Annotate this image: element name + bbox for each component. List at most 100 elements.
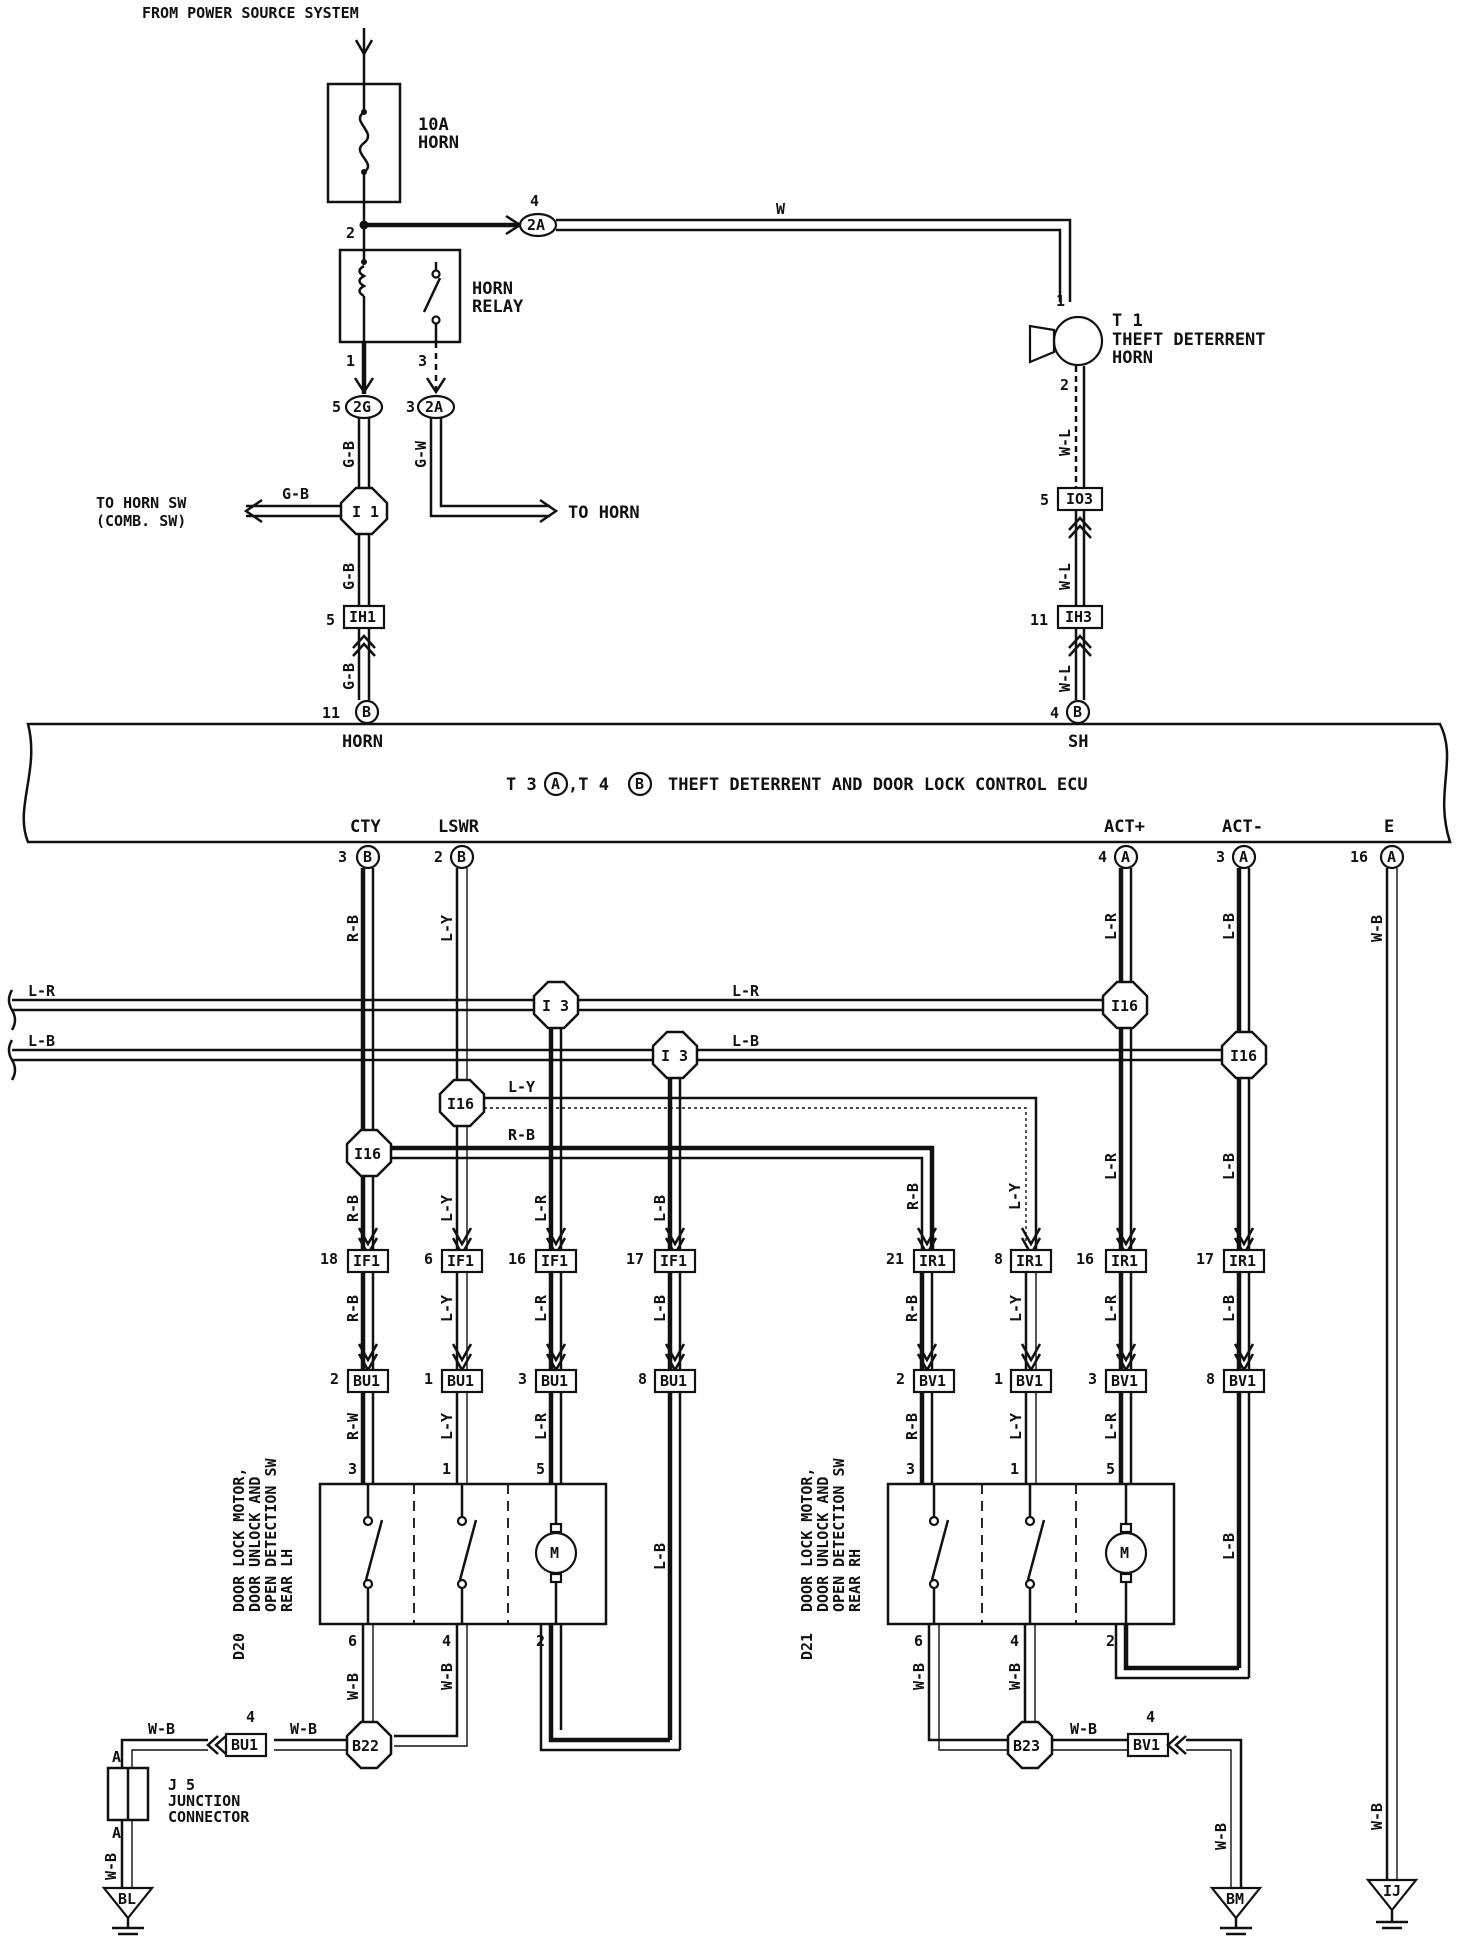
svg-text:16: 16 bbox=[1350, 848, 1368, 866]
svg-text:L-Y: L-Y bbox=[438, 1195, 456, 1222]
svg-text:1: 1 bbox=[1056, 292, 1065, 310]
svg-text:R-B: R-B bbox=[903, 1413, 921, 1440]
connector-ir1-21 bbox=[912, 1248, 956, 1274]
svg-text:L-B: L-B bbox=[651, 1195, 669, 1222]
junction-i3-lb bbox=[651, 1030, 699, 1080]
svg-text:4: 4 bbox=[1146, 1708, 1155, 1726]
ecu-terminal-lswr: LSWR bbox=[438, 817, 480, 837]
connector-ir1-16 bbox=[1104, 1248, 1148, 1274]
junction-i1 bbox=[339, 486, 389, 536]
horn-relay bbox=[338, 248, 462, 344]
svg-text:B: B bbox=[635, 775, 644, 793]
junction-i16-lb bbox=[1220, 1030, 1268, 1080]
svg-text:BV1: BV1 bbox=[1229, 1372, 1256, 1390]
d20-id: D20 bbox=[230, 1633, 248, 1660]
ecu-terminal-cty: CTY bbox=[350, 817, 381, 837]
d21-line4: REAR RH bbox=[846, 1549, 864, 1612]
svg-text:L-R: L-R bbox=[28, 982, 56, 1000]
connector-bv1-3 bbox=[1104, 1368, 1148, 1394]
svg-text:BV1: BV1 bbox=[1016, 1372, 1043, 1390]
svg-text:L-B: L-B bbox=[1220, 913, 1238, 940]
junction-i16-lr bbox=[1101, 980, 1149, 1030]
connector-bv1-1 bbox=[1009, 1368, 1053, 1394]
d21-id: D21 bbox=[798, 1633, 816, 1660]
svg-text:4: 4 bbox=[1050, 704, 1059, 722]
svg-text:BL: BL bbox=[118, 1890, 136, 1908]
svg-text:B: B bbox=[457, 848, 466, 866]
svg-text:R-B: R-B bbox=[344, 915, 362, 942]
svg-text:L-R: L-R bbox=[1102, 1294, 1120, 1322]
relay-word: RELAY bbox=[472, 297, 524, 317]
svg-text:G-W: G-W bbox=[412, 440, 430, 468]
svg-text:W-L: W-L bbox=[1056, 665, 1074, 692]
svg-text:4: 4 bbox=[530, 192, 539, 210]
svg-text:L-B: L-B bbox=[1220, 1295, 1238, 1322]
d21-line3: OPEN DETECTION SW bbox=[830, 1458, 848, 1612]
horn-label-2: HORN bbox=[1112, 348, 1153, 368]
svg-text:L-Y: L-Y bbox=[1006, 1183, 1024, 1210]
connector-ir1-17 bbox=[1222, 1248, 1266, 1274]
connector-2a bbox=[416, 394, 456, 420]
svg-text:L-R: L-R bbox=[1102, 1412, 1120, 1440]
svg-text:A: A bbox=[112, 1748, 121, 1766]
svg-text:I16: I16 bbox=[1111, 997, 1138, 1015]
svg-text:M: M bbox=[550, 1544, 559, 1562]
svg-text:W-B: W-B bbox=[344, 1673, 362, 1700]
connector-bu1-4 bbox=[224, 1732, 268, 1758]
svg-text:4: 4 bbox=[442, 1632, 451, 1650]
svg-text:L-Y: L-Y bbox=[438, 915, 456, 942]
svg-text:BV1: BV1 bbox=[1133, 1736, 1160, 1754]
svg-text:B: B bbox=[1073, 703, 1082, 721]
svg-text:IR1: IR1 bbox=[1229, 1252, 1256, 1270]
svg-text:18: 18 bbox=[320, 1250, 338, 1268]
ecu-id-t4: ,T 4 bbox=[568, 775, 609, 795]
svg-text:A: A bbox=[112, 1824, 121, 1842]
svg-text:IF1: IF1 bbox=[541, 1252, 568, 1270]
svg-text:1: 1 bbox=[346, 352, 355, 370]
connector-if1-17 bbox=[653, 1248, 697, 1274]
svg-text:2: 2 bbox=[346, 224, 355, 242]
svg-text:1: 1 bbox=[424, 1370, 433, 1388]
svg-text:IF1: IF1 bbox=[447, 1252, 474, 1270]
svg-text:L-R: L-R bbox=[532, 1194, 550, 1222]
svg-text:G-B: G-B bbox=[340, 663, 358, 690]
junction-b22 bbox=[345, 1720, 393, 1770]
svg-text:5: 5 bbox=[1040, 491, 1049, 509]
svg-text:17: 17 bbox=[626, 1250, 644, 1268]
svg-text:3: 3 bbox=[406, 398, 415, 416]
svg-text:B: B bbox=[362, 703, 371, 721]
svg-text:8: 8 bbox=[1206, 1370, 1215, 1388]
svg-text:I16: I16 bbox=[354, 1145, 381, 1163]
fuse-name: HORN bbox=[418, 133, 459, 153]
svg-text:2: 2 bbox=[434, 848, 443, 866]
svg-text:G-B: G-B bbox=[282, 485, 309, 503]
svg-text:21: 21 bbox=[886, 1250, 904, 1268]
svg-text:L-B: L-B bbox=[1220, 1533, 1238, 1560]
connector-io3 bbox=[1056, 486, 1104, 512]
svg-text:2: 2 bbox=[536, 1632, 545, 1650]
svg-text:M: M bbox=[1120, 1544, 1129, 1562]
svg-text:BU1: BU1 bbox=[353, 1372, 380, 1390]
comb-sw-label: (COMB. SW) bbox=[96, 512, 186, 530]
svg-text:6: 6 bbox=[348, 1632, 357, 1650]
svg-text:A: A bbox=[1121, 848, 1130, 866]
svg-text:L-Y: L-Y bbox=[438, 1413, 456, 1440]
d20-line1: DOOR LOCK MOTOR, bbox=[230, 1468, 248, 1613]
relay-name: HORN bbox=[472, 279, 513, 299]
svg-text:4: 4 bbox=[1098, 848, 1107, 866]
svg-text:5: 5 bbox=[332, 398, 341, 416]
svg-text:W-B: W-B bbox=[1368, 915, 1386, 942]
svg-text:A: A bbox=[1387, 848, 1396, 866]
svg-text:J 5: J 5 bbox=[168, 1776, 195, 1794]
svg-text:W-B: W-B bbox=[1006, 1663, 1024, 1690]
connector-ir1-8 bbox=[1009, 1248, 1053, 1274]
svg-text:5: 5 bbox=[1106, 1460, 1115, 1478]
svg-text:2A: 2A bbox=[425, 398, 443, 416]
horn-label-1: THEFT DETERRENT bbox=[1112, 330, 1266, 350]
svg-text:3: 3 bbox=[1216, 848, 1225, 866]
connector-ih1 bbox=[342, 604, 386, 630]
svg-text:2: 2 bbox=[1060, 376, 1069, 394]
svg-text:R-B: R-B bbox=[344, 1295, 362, 1322]
svg-text:W-B: W-B bbox=[438, 1663, 456, 1690]
